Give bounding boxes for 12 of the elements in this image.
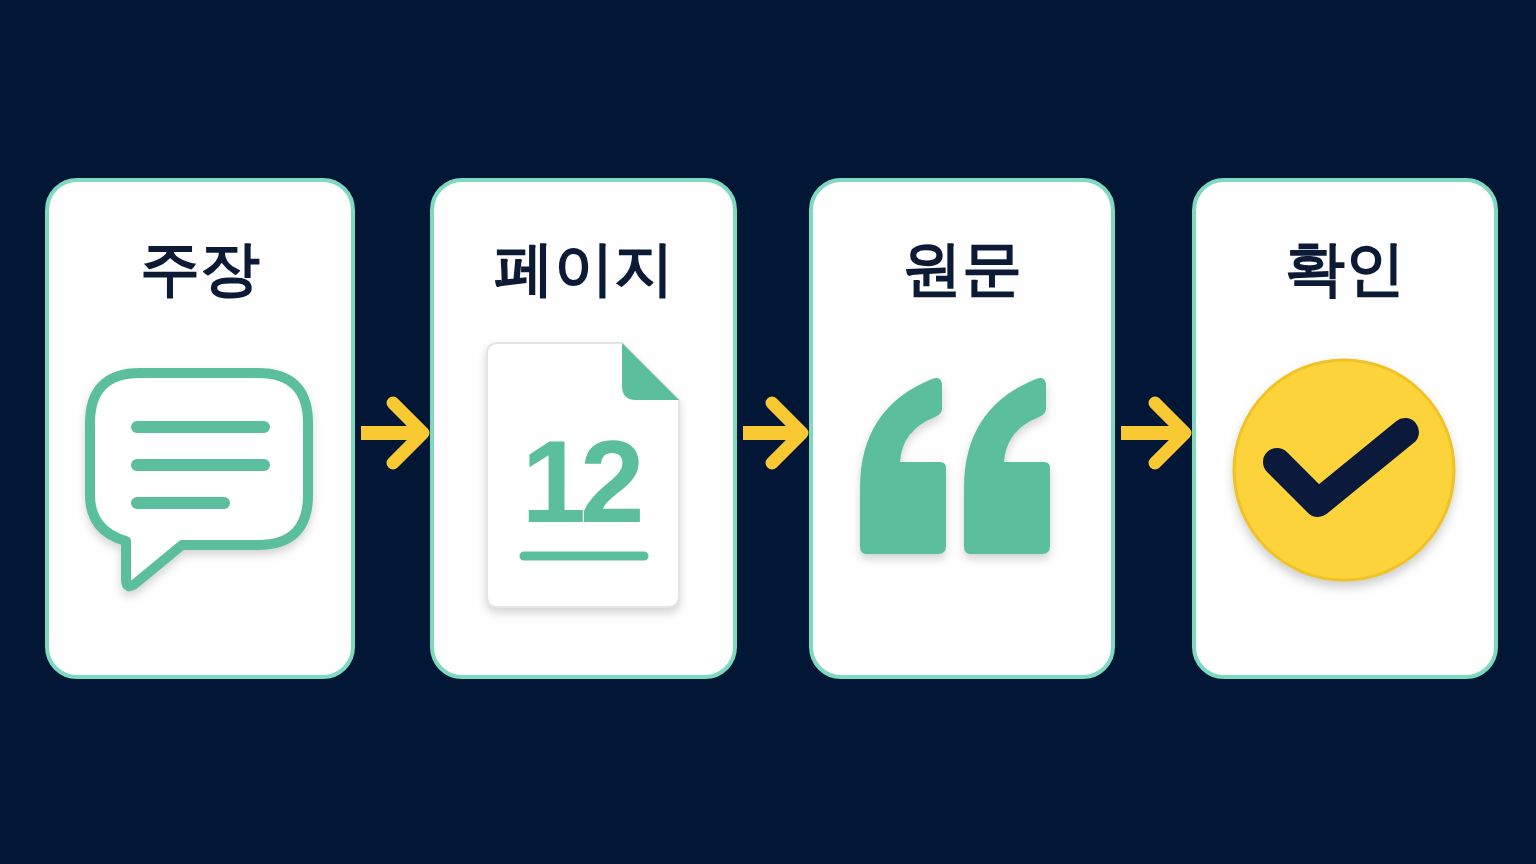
step-title: 확인 [1285, 232, 1405, 305]
arrow [361, 396, 430, 470]
arrow [1121, 396, 1192, 470]
arrow [743, 396, 809, 470]
step-title: 페이지 [493, 232, 674, 305]
step-title: 주장 [140, 232, 260, 305]
step-title: 원문 [902, 232, 1022, 305]
process-card [45, 178, 355, 679]
process-card [430, 178, 737, 679]
page-number: 12 [521, 424, 639, 540]
process-card [1192, 178, 1498, 679]
process-card [809, 178, 1115, 679]
